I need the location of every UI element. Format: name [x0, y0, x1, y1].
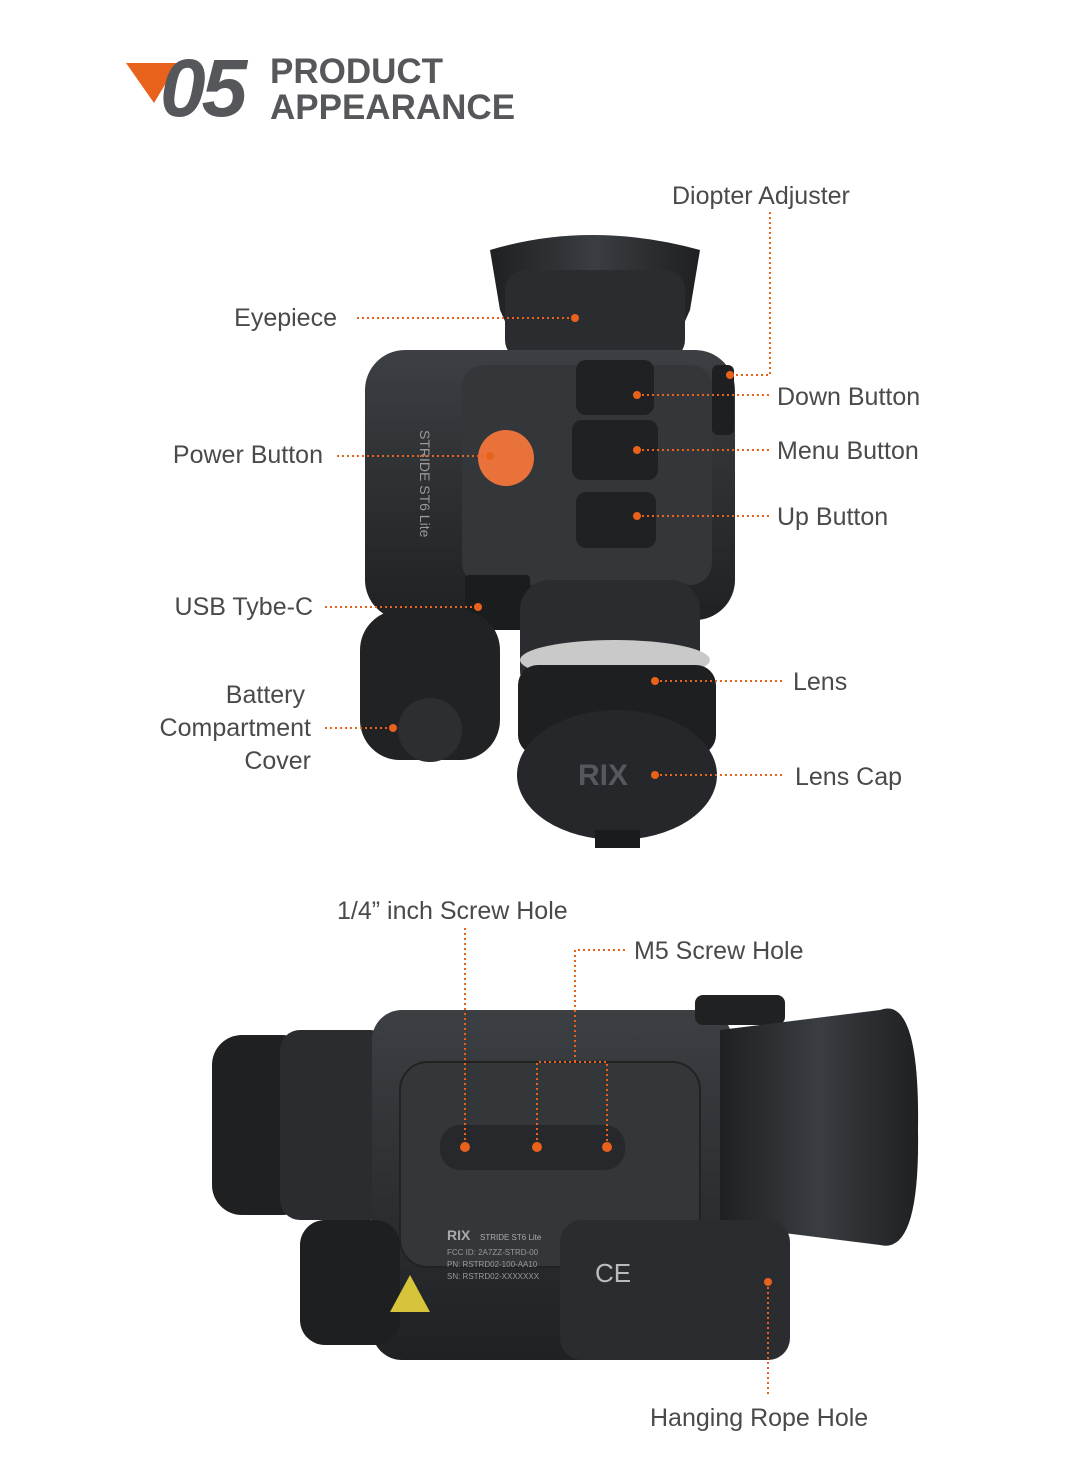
lens-cap-logo: RIX: [578, 759, 628, 792]
section-number: 05: [160, 43, 247, 134]
label-m5-screw-hole: M5 Screw Hole: [634, 937, 804, 965]
label-ce: CE: [595, 1258, 631, 1288]
label-model: STRIDE ST6 Lite: [480, 1233, 542, 1242]
model-text-side: STRIDE ST6 Lite: [417, 430, 433, 538]
top-view-device: STRIDE ST6 Lite RIX: [360, 235, 735, 848]
label-sn: SN: RSTRD02-XXXXXXX: [447, 1272, 540, 1281]
label-battery-line2: Compartment: [159, 714, 311, 742]
power-button-graphic: [478, 430, 534, 486]
label-lens-cap: Lens Cap: [795, 763, 903, 791]
section-title-line1: PRODUCT: [270, 52, 444, 91]
label-hanging-rope-hole: Hanging Rope Hole: [650, 1404, 869, 1432]
label-brand: RIX: [447, 1227, 471, 1243]
label-usb-type-c: USB Tybe-C: [174, 593, 313, 621]
label-eyepiece: Eyepiece: [234, 304, 337, 332]
label-pn: PN: RSTRD02-100-AA10: [447, 1260, 538, 1269]
marker-dots: [389, 314, 772, 1286]
label-lens: Lens: [793, 668, 848, 696]
label-down-button: Down Button: [777, 383, 921, 411]
label-quarter-inch-screw-hole: 1/4” inch Screw Hole: [337, 897, 568, 925]
label-menu-button: Menu Button: [777, 437, 919, 465]
label-battery-line1: Battery: [225, 681, 305, 709]
bottom-view-device: RIX STRIDE ST6 Lite FCC ID: 2A7ZZ-STRD-0…: [212, 995, 919, 1360]
label-power-button: Power Button: [172, 441, 323, 469]
label-up-button: Up Button: [777, 503, 889, 531]
label-battery-line3: Cover: [244, 747, 311, 775]
leader-lines: [325, 212, 785, 1395]
section-title-line2: APPEARANCE: [270, 88, 516, 127]
label-fcc: FCC ID: 2A7ZZ-STRD-00: [447, 1248, 539, 1257]
label-diopter-adjuster: Diopter Adjuster: [672, 182, 850, 210]
